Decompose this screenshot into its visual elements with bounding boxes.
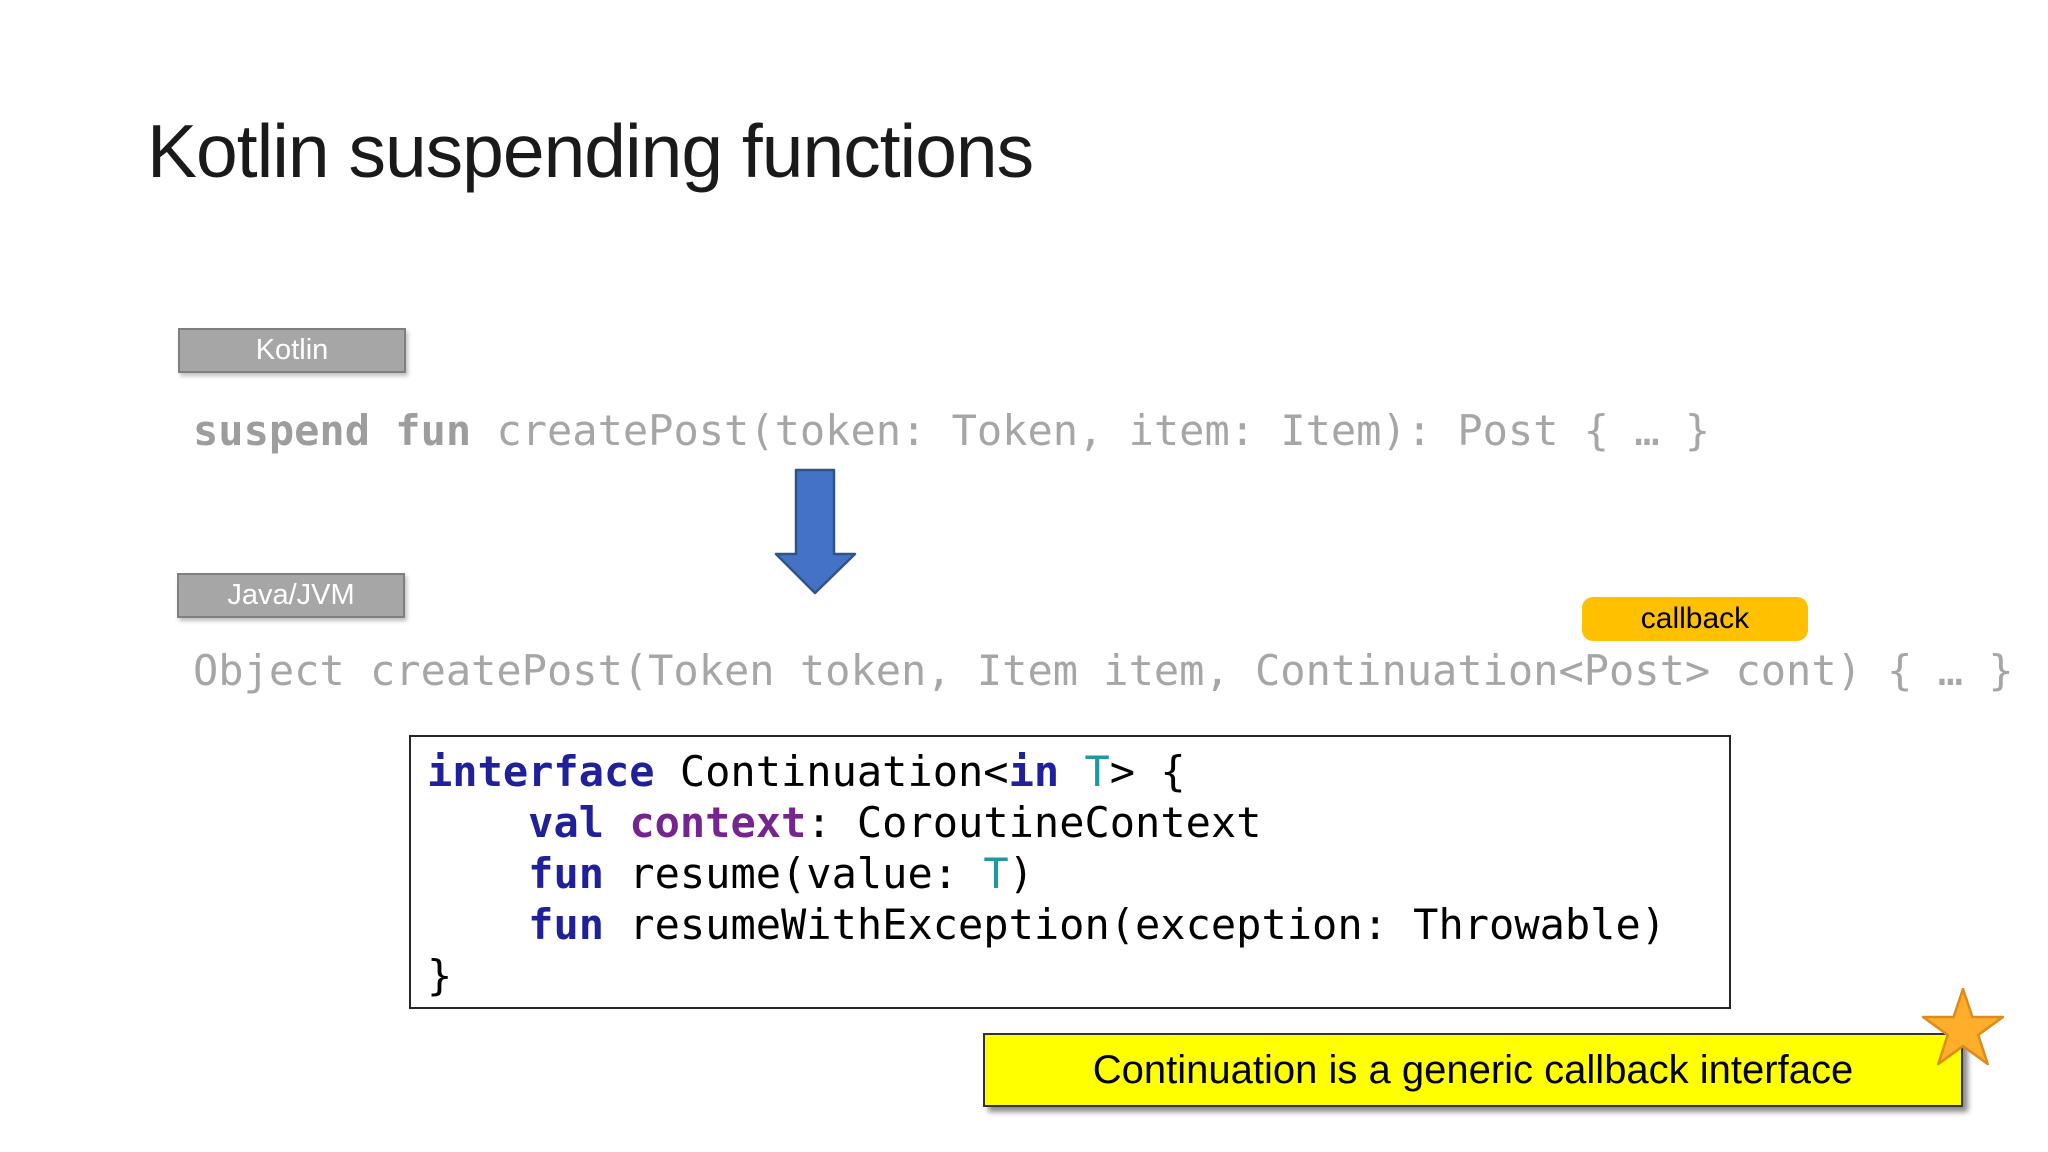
code-line: fun resume(value: T) (528, 849, 1034, 898)
code-line: } (427, 951, 453, 1000)
slide-title: Kotlin suspending functions (147, 109, 1034, 193)
down-arrow-icon (774, 468, 857, 595)
kotlin-code-rest: createPost(token: Token, item: Item): Po… (471, 406, 1711, 455)
callback-badge: callback (1582, 597, 1808, 641)
kotlin-code-line: suspend fun createPost(token: Token, ite… (193, 406, 1710, 455)
code-line: val context: CoroutineContext (528, 798, 1262, 847)
kotlin-badge-label: Kotlin (255, 334, 329, 366)
callback-note: Continuation is a generic callback inter… (983, 1033, 1963, 1107)
code-line: interface Continuation<in T> { (427, 747, 1186, 796)
kotlin-badge: Kotlin (178, 328, 406, 373)
interface-code: interface Continuation<in T> { val conte… (427, 746, 1729, 1001)
continuation-interface-box: interface Continuation<in T> { val conte… (409, 735, 1731, 1009)
java-jvm-badge: Java/JVM (177, 573, 405, 618)
java-jvm-badge-label: Java/JVM (227, 579, 355, 611)
code-line: fun resumeWithException(exception: Throw… (528, 900, 1667, 949)
star-icon (1921, 988, 2005, 1066)
java-code-line: Object createPost(Token token, Item item… (193, 646, 2014, 695)
kotlin-code-keyword: suspend fun (193, 406, 472, 455)
